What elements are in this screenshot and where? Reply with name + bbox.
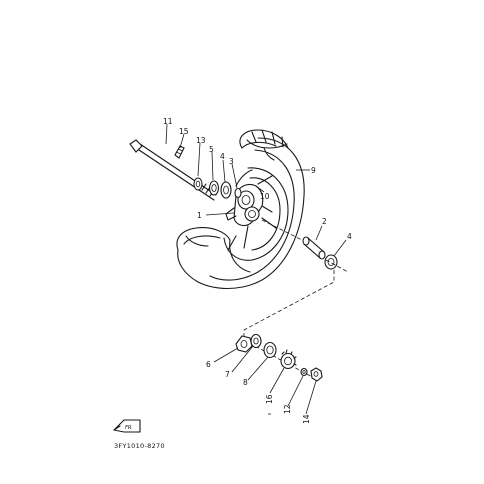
rim <box>223 167 289 261</box>
callout-4-left: 4 <box>220 152 225 161</box>
sleeve-15 <box>174 145 185 159</box>
callout-1: 1 <box>197 211 202 220</box>
callout-8: 8 <box>243 378 248 387</box>
washer-7 <box>250 333 262 349</box>
callout-13: 13 <box>196 136 206 145</box>
axle-centerline-right-2 <box>325 259 349 273</box>
callout-9: 9 <box>311 166 316 175</box>
callout-11: 11 <box>163 117 173 126</box>
front-direction-arrow: FR. <box>113 419 141 433</box>
gear-unit-16 <box>280 349 297 370</box>
callout-16: 16 <box>265 394 274 404</box>
axle-centerline-right <box>261 219 303 241</box>
callout-14: 14 <box>302 414 311 424</box>
callout-15: 15 <box>179 127 189 136</box>
direction-label: FR. <box>125 425 133 431</box>
axle-shaft <box>129 139 217 201</box>
exploded-path <box>243 270 335 340</box>
bearing-4-right <box>324 254 338 270</box>
bearing-4-left <box>220 181 232 199</box>
washer-12 <box>300 367 308 377</box>
oil-seal-5 <box>208 180 220 196</box>
hub <box>225 183 273 227</box>
spacer-2 <box>302 236 326 260</box>
callout-4-right: 4 <box>347 232 352 241</box>
callout-10: 10 <box>260 192 270 201</box>
collar-13 <box>193 177 203 191</box>
tire <box>176 129 305 289</box>
axle-nut-14 <box>310 367 323 382</box>
meter-drive-6 <box>235 335 253 353</box>
part-code: 3FY1010-8270 <box>114 442 165 450</box>
leader-lines <box>165 123 347 415</box>
oil-seal-8 <box>263 341 277 359</box>
callout-12: 12 <box>283 404 292 414</box>
spacer-3 <box>234 187 242 199</box>
callout-2: 2 <box>322 217 327 226</box>
callout-7: 7 <box>225 370 230 379</box>
callout-3: 3 <box>229 157 234 166</box>
callout-5: 5 <box>209 145 214 154</box>
callout-6: 6 <box>206 360 211 369</box>
